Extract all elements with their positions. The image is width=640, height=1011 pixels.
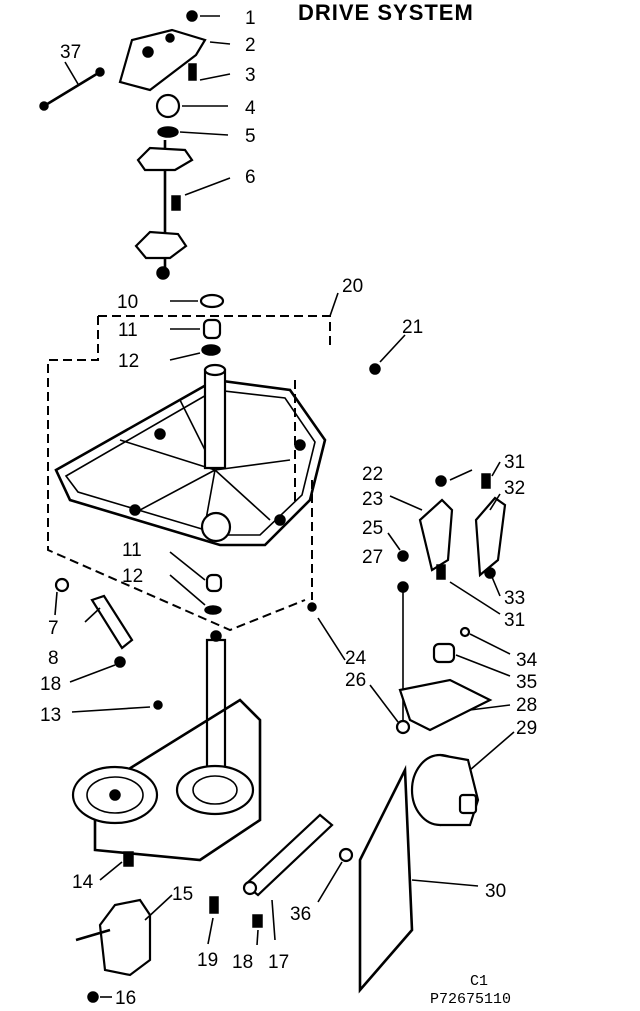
label-36: 36 xyxy=(290,904,311,925)
label-3: 3 xyxy=(245,65,256,86)
part-23-bracket xyxy=(418,498,454,572)
label-31-lower: 31 xyxy=(504,610,525,631)
motor-assembly xyxy=(358,753,480,994)
label-19: 19 xyxy=(197,950,218,971)
label-13: 13 xyxy=(40,705,61,726)
label-26: 26 xyxy=(345,670,366,691)
part-5-washer xyxy=(157,126,179,138)
part-14-fitting xyxy=(123,851,134,867)
label-33: 33 xyxy=(504,588,525,609)
label-12-upper: 12 xyxy=(118,351,139,372)
part-28-mount xyxy=(398,678,493,732)
part-35-grommet xyxy=(432,642,456,664)
label-10: 10 xyxy=(117,292,138,313)
part-24-screw xyxy=(307,602,317,612)
label-1: 1 xyxy=(245,8,256,29)
label-16: 16 xyxy=(115,988,136,1009)
part-2-bracket xyxy=(118,28,207,92)
label-6: 6 xyxy=(245,167,256,188)
part-3-screw xyxy=(188,63,197,81)
part-31-screw xyxy=(481,473,491,489)
label-14: 14 xyxy=(72,872,94,893)
spin-tube xyxy=(203,368,227,470)
part-10-washer xyxy=(199,293,225,309)
part-34-clip xyxy=(459,626,471,638)
part-7-screw xyxy=(54,577,70,593)
part-33-nut xyxy=(484,567,496,579)
part-20-base-plate xyxy=(54,378,327,547)
label-11-upper: 11 xyxy=(118,320,138,341)
transmission-assembly xyxy=(71,630,354,1003)
label-32: 32 xyxy=(504,478,525,499)
part-21-nut xyxy=(369,363,381,375)
label-28: 28 xyxy=(516,695,537,716)
part-1-nut xyxy=(186,10,198,22)
part-22-nut xyxy=(435,475,447,487)
part-11-bearing xyxy=(202,318,222,340)
label-35: 35 xyxy=(516,672,537,693)
top-bracket-assembly xyxy=(39,10,207,280)
label-15: 15 xyxy=(172,884,193,905)
label-37: 37 xyxy=(60,42,81,63)
label-23: 23 xyxy=(362,489,383,510)
label-22: 22 xyxy=(362,464,383,485)
label-30: 30 xyxy=(485,881,506,902)
part-36-clip xyxy=(338,847,354,863)
label-21: 21 xyxy=(402,317,423,338)
part-16-screw xyxy=(87,991,99,1003)
leader-lines xyxy=(54,15,515,998)
label-2: 2 xyxy=(245,35,256,56)
label-5: 5 xyxy=(245,126,256,147)
part-18-clip-lower xyxy=(252,914,263,928)
part-26-washer xyxy=(395,719,411,735)
label-31-upper: 31 xyxy=(504,452,525,473)
part-18-clip xyxy=(114,656,126,668)
label-24: 24 xyxy=(345,648,367,669)
base-plate-assembly xyxy=(47,293,381,632)
right-switch-parts xyxy=(395,473,507,735)
label-20: 20 xyxy=(342,276,363,297)
part-25-washer xyxy=(397,550,409,562)
part-13-screw xyxy=(153,700,163,710)
label-29: 29 xyxy=(516,718,537,739)
footer-part-number: P72675110 xyxy=(430,991,511,1008)
footer-code: C1 xyxy=(470,973,488,990)
part-19-screw xyxy=(209,896,219,914)
label-34: 34 xyxy=(516,650,538,671)
label-8: 8 xyxy=(48,648,59,669)
label-25: 25 xyxy=(362,518,383,539)
label-18-upper: 18 xyxy=(40,674,61,695)
part-labels: 1 2 3 4 5 6 37 10 11 12 20 21 11 12 7 8 … xyxy=(40,8,538,1009)
diagram-title: DRIVE SYSTEM xyxy=(298,0,474,25)
part-30-shield xyxy=(358,764,414,994)
label-18-lower: 18 xyxy=(232,952,253,973)
part-32-bracket xyxy=(474,496,507,578)
label-7: 7 xyxy=(48,618,59,639)
label-27: 27 xyxy=(362,547,383,568)
label-11-lower: 11 xyxy=(122,540,142,561)
label-12-lower: 12 xyxy=(122,566,143,587)
part-37-rod xyxy=(43,70,101,108)
left-latch-parts xyxy=(54,577,134,668)
part-15-pump xyxy=(98,898,152,977)
transmission-housing xyxy=(93,698,262,862)
part-8-link xyxy=(90,594,134,650)
part-4-bearing xyxy=(155,93,181,119)
label-4: 4 xyxy=(245,98,256,119)
label-17: 17 xyxy=(268,952,289,973)
part-12-washer xyxy=(201,344,221,356)
part-17-arm xyxy=(243,813,334,897)
